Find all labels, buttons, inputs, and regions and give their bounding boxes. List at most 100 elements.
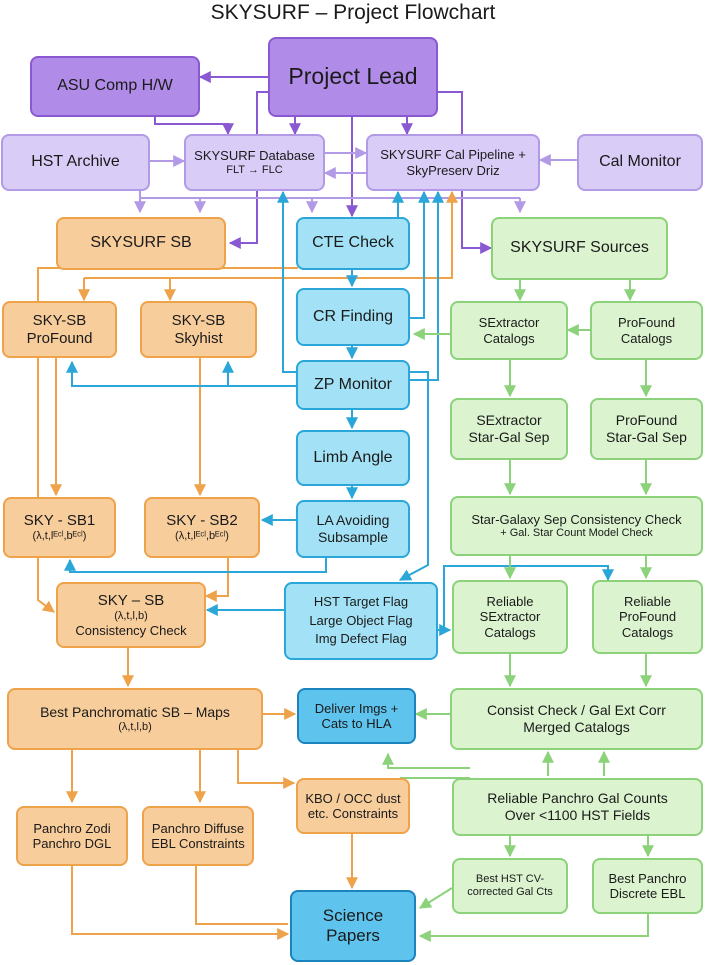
kbo-occ-label-2: etc. Constraints — [307, 806, 399, 821]
sky-sb-consistency-label: SKY – SB — [97, 592, 165, 609]
kbo-occ-box: KBO / OCC dust etc. Constraints — [296, 778, 410, 834]
best-hst-cv-box: Best HST CV- corrected Gal Cts — [452, 858, 568, 914]
reliable-sextractor-label-1: Reliable — [486, 594, 534, 609]
kbo-occ-label-1: KBO / OCC dust — [305, 790, 401, 806]
skysurf-database-sublabel: FLT → FLC — [226, 163, 283, 176]
reliable-sextractor-label-3: Catalogs — [484, 624, 536, 640]
reliable-profound-label-2: ProFound — [618, 609, 677, 625]
sky-sb-skyhist-box: SKY-SB Skyhist — [140, 301, 257, 358]
cal-monitor-box: Cal Monitor — [577, 134, 703, 191]
zp-monitor-label: ZP Monitor — [314, 375, 392, 393]
skysurf-database-box: SKYSURF Database FLT → FLC — [184, 134, 325, 191]
hst-archive-label: HST Archive — [31, 153, 120, 171]
limb-angle-box: Limb Angle — [296, 430, 410, 486]
la-avoiding-label-2: Subsample — [317, 529, 389, 545]
best-panchromatic-params: (λ,t,l,b) — [118, 720, 152, 733]
cal-pipeline-box: SKYSURF Cal Pipeline + SkyPreserv Driz — [366, 134, 540, 191]
sky-sb-consistency-label-2: Consistency Check — [75, 622, 187, 638]
cr-finding-box: CR Finding — [296, 288, 410, 346]
stargal-consistency-box: Star-Galaxy Sep Consistency Check + Gal.… — [450, 496, 703, 556]
sky-sb1-label: SKY - SB1 — [23, 512, 96, 530]
la-avoiding-label-1: LA Avoiding — [316, 512, 390, 529]
sky-sb1-params: (λ,t,lᴱᶜˡ,bᴱᶜˡ) — [32, 529, 87, 542]
stargal-consistency-label: Star-Galaxy Sep Consistency Check — [471, 511, 682, 527]
sky-sb2-label: SKY - SB2 — [166, 512, 238, 530]
best-hst-cv-label-2: corrected Gal Cts — [467, 886, 553, 898]
sky-sb-consistency-box: SKY – SB (λ,t,l,b) Consistency Check — [56, 582, 206, 648]
consist-check-label-2: Merged Catalogs — [523, 719, 630, 735]
skysurf-sb-box: SKYSURF SB — [56, 217, 226, 270]
sky-sb-profound-box: SKY-SB ProFound — [2, 301, 117, 358]
panchro-zodi-label-2: Panchro DGL — [32, 836, 112, 851]
reliable-sextractor-box: Reliable SExtractor Catalogs — [452, 580, 568, 654]
science-papers-label-1: Science — [322, 905, 384, 925]
profound-stargal-label-1: ProFound — [615, 412, 678, 429]
blue-connectors — [64, 190, 614, 636]
sky-sb-profound-label-2: ProFound — [26, 329, 93, 347]
cal-pipeline-label-2: SkyPreserv Driz — [406, 162, 500, 178]
deliver-imgs-label-2: Cats to HLA — [321, 716, 392, 731]
consist-check-label-1: Consist Check / Gal Ext Corr — [487, 702, 666, 719]
panchro-diffuse-label-2: EBL Constraints — [151, 836, 245, 851]
sky-sb-profound-label-1: SKY-SB — [32, 311, 87, 329]
sextractor-catalogs-box: SExtractor Catalogs — [450, 301, 568, 360]
profound-stargal-label-2: Star-Gal Sep — [606, 429, 687, 445]
skysurf-database-label: SKYSURF Database — [194, 148, 315, 164]
cal-pipeline-label-1: SKYSURF Cal Pipeline + — [380, 147, 526, 163]
large-object-flag-label: Large Object Flag — [309, 612, 413, 628]
cte-check-box: CTE Check — [296, 217, 410, 270]
sky-sb-consistency-params: (λ,t,l,b) — [114, 609, 148, 622]
deliver-imgs-label-1: Deliver Imgs + — [314, 700, 399, 716]
consist-check-box: Consist Check / Gal Ext Corr Merged Cata… — [450, 688, 703, 750]
stargal-consistency-sublabel: + Gal. Star Count Model Check — [500, 527, 653, 540]
best-panchro-ebl-label-1: Best Panchro — [608, 870, 687, 886]
reliable-profound-box: Reliable ProFound Catalogs — [592, 580, 703, 654]
profound-catalogs-box: ProFound Catalogs — [590, 301, 703, 360]
panchro-diffuse-label-1: Panchro Diffuse — [151, 820, 245, 836]
asu-comp-label: ASU Comp H/W — [57, 77, 173, 95]
best-panchromatic-box: Best Panchromatic SB – Maps (λ,t,l,b) — [7, 688, 263, 750]
science-papers-box: Science Papers — [290, 890, 416, 962]
cte-check-label: CTE Check — [312, 234, 394, 252]
zp-monitor-box: ZP Monitor — [296, 360, 410, 410]
science-papers-label-2: Papers — [326, 926, 380, 945]
img-defect-flag-label: Img Defect Flag — [315, 631, 407, 647]
reliable-sextractor-label-2: SExtractor — [479, 609, 541, 625]
best-panchro-ebl-label-2: Discrete EBL — [609, 886, 686, 901]
sky-sb1-box: SKY - SB1 (λ,t,lᴱᶜˡ,bᴱᶜˡ) — [3, 497, 116, 558]
best-panchromatic-label: Best Panchromatic SB – Maps — [40, 704, 230, 721]
reliable-panchro-label-1: Reliable Panchro Gal Counts — [487, 790, 668, 807]
profound-stargal-box: ProFound Star-Gal Sep — [590, 398, 703, 460]
best-panchro-ebl-box: Best Panchro Discrete EBL — [592, 858, 703, 914]
orange-connectors — [37, 190, 458, 940]
cal-monitor-label: Cal Monitor — [599, 153, 681, 171]
reliable-profound-label-1: Reliable — [624, 594, 671, 609]
profound-catalogs-label-1: ProFound — [617, 315, 676, 331]
sextractor-stargal-label-2: Star-Gal Sep — [468, 429, 550, 445]
sextractor-stargal-label-1: SExtractor — [476, 412, 542, 429]
panchro-diffuse-box: Panchro Diffuse EBL Constraints — [142, 806, 254, 866]
hst-archive-box: HST Archive — [1, 134, 150, 191]
limb-angle-label: Limb Angle — [313, 448, 393, 466]
reliable-panchro-box: Reliable Panchro Gal Counts Over <1100 H… — [452, 778, 703, 836]
sextractor-stargal-box: SExtractor Star-Gal Sep — [450, 398, 568, 460]
profound-catalogs-label-2: Catalogs — [620, 330, 673, 346]
cr-finding-label: CR Finding — [312, 307, 394, 325]
skysurf-sources-label: SKYSURF Sources — [510, 239, 649, 257]
diagram-title: SKYSURF – Project Flowchart — [210, 1, 496, 24]
reliable-profound-label-3: Catalogs — [621, 624, 674, 640]
hst-target-flag-label: HST Target Flag — [313, 593, 409, 609]
sky-sb-skyhist-label-1: SKY-SB — [171, 311, 226, 329]
sky-sb2-box: SKY - SB2 (λ,t,lᴱᶜˡ,bᴱᶜˡ) — [144, 497, 260, 558]
deliver-imgs-box: Deliver Imgs + Cats to HLA — [297, 688, 416, 744]
project-lead-label: Project Lead — [288, 63, 418, 90]
green-connectors — [382, 280, 654, 942]
project-lead-box: Project Lead — [268, 37, 438, 117]
skysurf-sb-label: SKYSURF SB — [90, 234, 192, 252]
reliable-panchro-label-2: Over <1100 HST Fields — [504, 807, 651, 823]
skysurf-sources-box: SKYSURF Sources — [491, 217, 668, 280]
sky-sb2-params: (λ,t,lᴱᶜˡ,bᴱᶜˡ) — [175, 529, 229, 542]
sextractor-catalogs-label-2: Catalogs — [483, 330, 535, 346]
flags-box: HST Target Flag Large Object Flag Img De… — [284, 582, 438, 660]
